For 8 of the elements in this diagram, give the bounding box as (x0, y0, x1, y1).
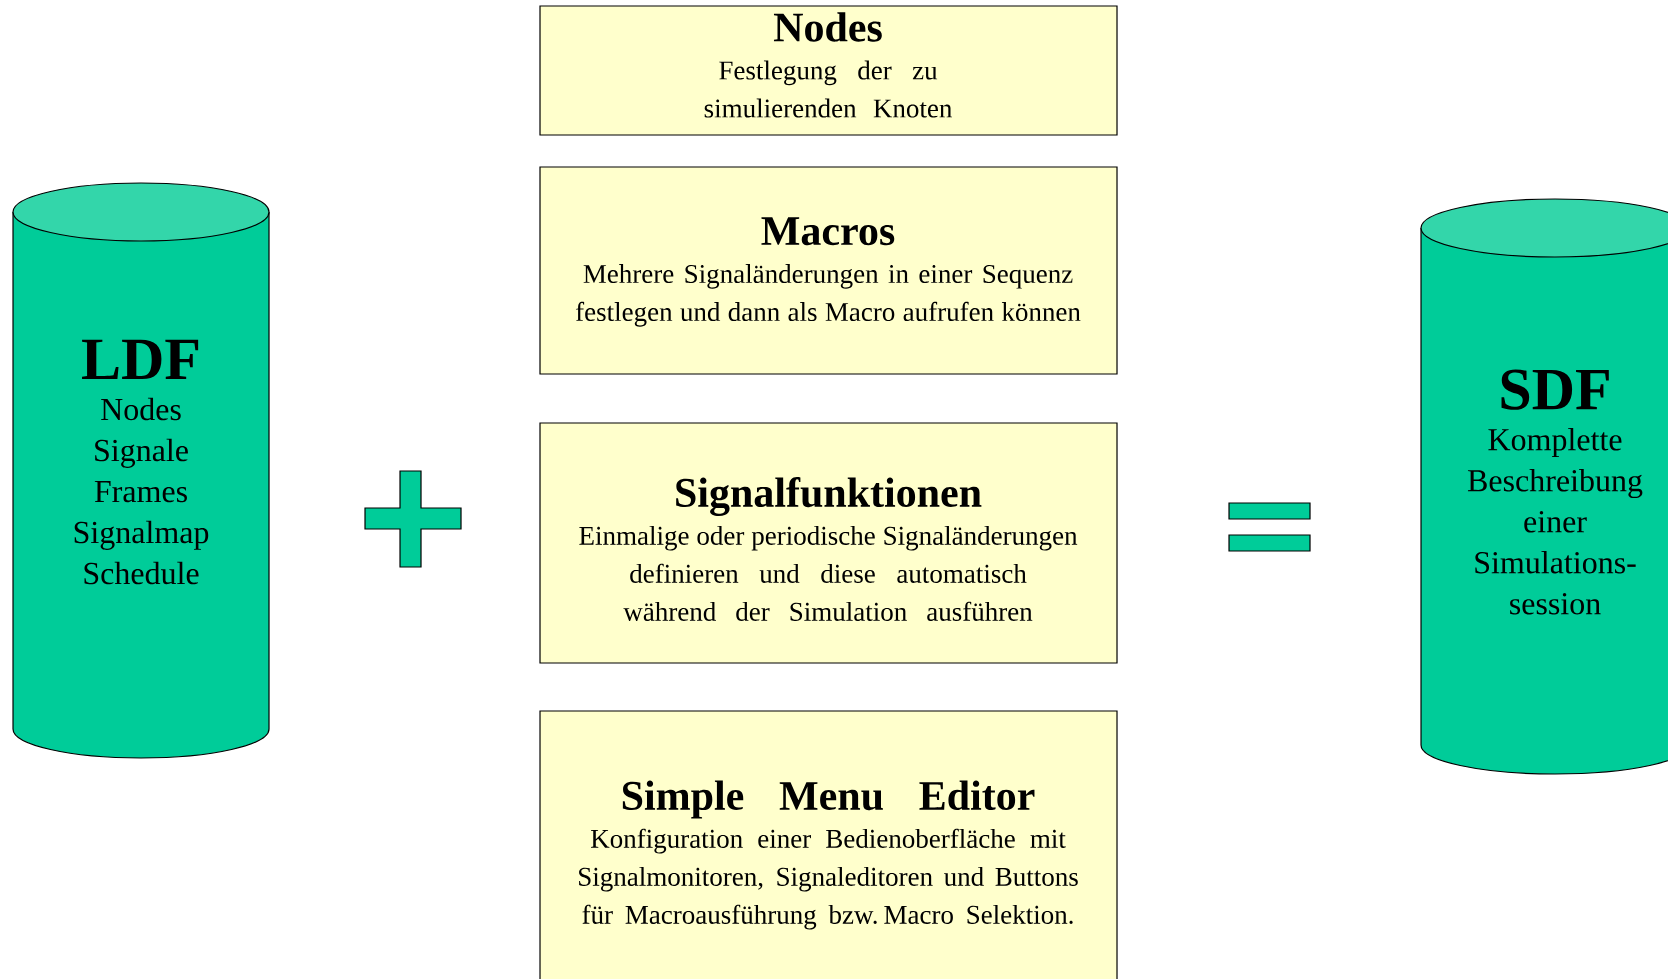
equals-sign (1228, 502, 1311, 552)
feature-box: Signalfunktionen Einmalige oder periodische Signaländerungen definieren und diese automatisch während der Simulation ausführen (539, 422, 1118, 664)
database-cylinder: SDF Komplette Beschreibung einer Simulations- session (1420, 198, 1668, 775)
plus-sign (364, 470, 462, 568)
feature-box: Simple Menu Editor Konfiguration einer Bedienoberfläche mit Signalmonitoren, Signaleditoren und Buttons für Macroausführung bzw. Macro Selektion. (539, 710, 1118, 979)
feature-box: Macros Mehrere Signaländerungen in einer Sequenz festlegen und dann als Macro aufrufen können (539, 166, 1118, 375)
database-cylinder: LDF Nodes Signale Frames Signalmap Schedule (12, 182, 270, 759)
feature-box: Nodes Festlegung der zu simulierenden Knoten (539, 5, 1118, 136)
